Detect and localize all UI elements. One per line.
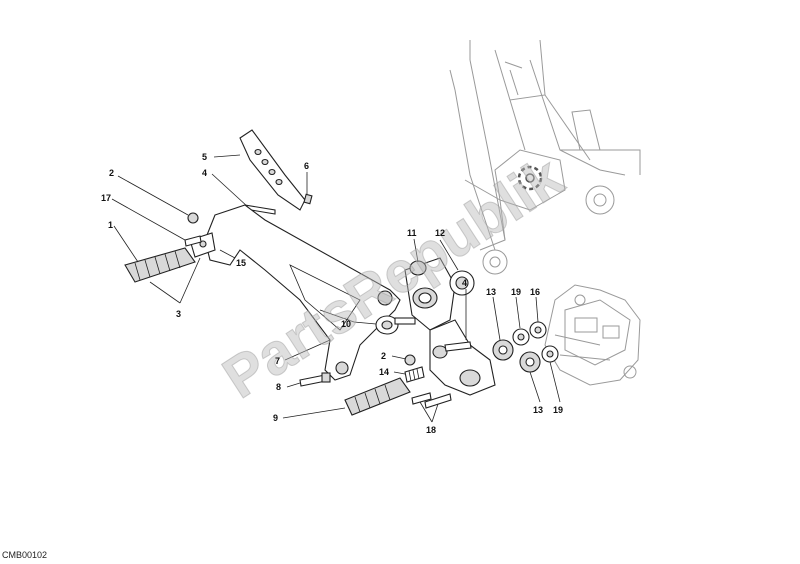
bolts-18 bbox=[411, 392, 452, 409]
small-hardware-left bbox=[184, 212, 202, 247]
callout-10: 10 bbox=[341, 319, 351, 329]
callout-8: 8 bbox=[276, 382, 281, 392]
callout-labels: 5 4 6 2 17 1 15 3 11 12 10 4 13 19 16 7 … bbox=[101, 152, 563, 435]
callout-6: 6 bbox=[304, 161, 309, 171]
watermark: PartsRepublik bbox=[212, 144, 575, 411]
callout-2: 2 bbox=[109, 168, 114, 178]
callout-5: 5 bbox=[202, 152, 207, 162]
pivot-block bbox=[375, 257, 475, 335]
lower-bracket bbox=[429, 319, 496, 396]
bolt-8 bbox=[299, 372, 331, 387]
callout-4-lower: 4 bbox=[462, 278, 467, 288]
callout-7: 7 bbox=[275, 356, 280, 366]
callout-14: 14 bbox=[379, 367, 389, 377]
callout-2-lower: 2 bbox=[381, 351, 386, 361]
diagram-code: CMB00102 bbox=[2, 550, 48, 560]
spring-and-nut bbox=[404, 354, 425, 383]
callout-11: 11 bbox=[407, 228, 417, 238]
callout-19-lower: 19 bbox=[553, 405, 563, 415]
callout-13-upper: 13 bbox=[486, 287, 496, 297]
callout-9: 9 bbox=[273, 413, 278, 423]
callout-16: 16 bbox=[530, 287, 540, 297]
leader-lines bbox=[111, 154, 561, 423]
gear-icon bbox=[517, 165, 543, 191]
engine-case-outline bbox=[544, 284, 641, 386]
bearings-and-washers bbox=[492, 321, 559, 373]
rider-footpeg bbox=[124, 232, 216, 283]
callout-13-lower: 13 bbox=[533, 405, 543, 415]
callout-15: 15 bbox=[236, 258, 246, 268]
callout-3: 3 bbox=[176, 309, 181, 319]
callout-18: 18 bbox=[426, 425, 436, 435]
callout-1: 1 bbox=[108, 220, 113, 230]
frame-outline bbox=[449, 39, 641, 275]
passenger-footpeg bbox=[344, 377, 411, 416]
rearset-bracket bbox=[204, 204, 401, 381]
callout-12: 12 bbox=[435, 228, 445, 238]
heel-guard-plate bbox=[239, 129, 306, 211]
callout-4: 4 bbox=[202, 168, 207, 178]
callout-19-upper: 19 bbox=[511, 287, 521, 297]
callout-17: 17 bbox=[101, 193, 111, 203]
